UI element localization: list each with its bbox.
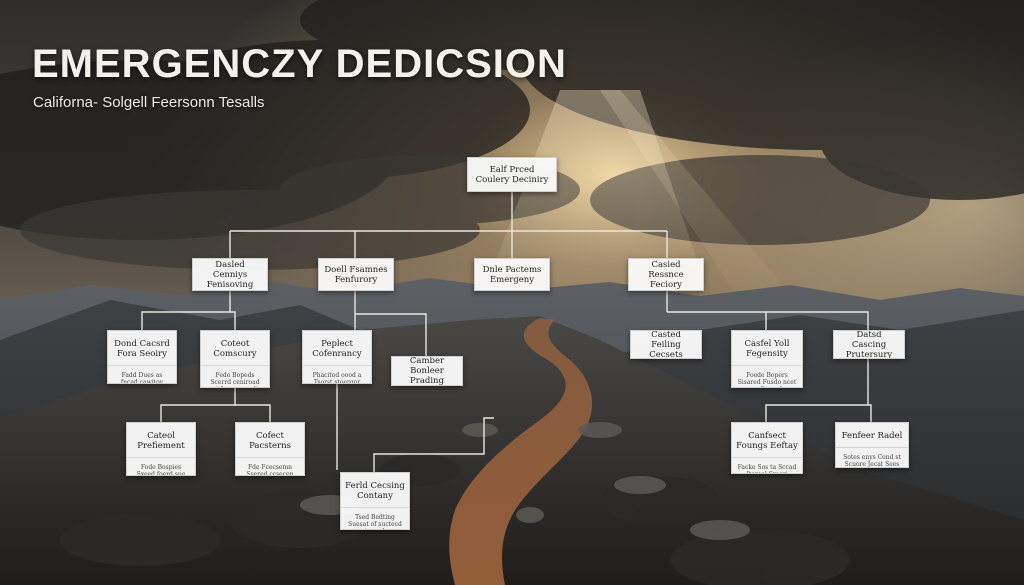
node-l1b: Doell Fsamnes Fenfurory [318, 258, 394, 291]
diagram-subtitle: Californa- Solgell Feersonn Tesalls [33, 94, 265, 111]
node-l1c: Dnle Pactems Emergeny [474, 258, 550, 291]
node-d3-label: Datsd Cascing Prutersury [845, 330, 893, 359]
node-l1b-label: Doell Fsamnes Fenfurory [324, 264, 388, 285]
node-d1: Casted Feiling Cecsets [630, 330, 702, 359]
node-a2b: Cofect Pacsterns Fde Fcecsemn Ssered ccs… [235, 422, 305, 476]
node-a1: Dond Cacsrd Fora Seoiry Fadd Dues as fnc… [107, 330, 177, 384]
node-d2-label: Casfel Yoll Fegensity [744, 339, 790, 359]
node-d3a: Canfsect Foungs Eeftay Facke Sos ta Scca… [731, 422, 803, 474]
node-l1d: Casied Ressnce Feciory [628, 258, 704, 291]
node-d1-label: Casted Feiling Cecsets [649, 330, 683, 359]
node-b1a: Ferld Cecsing Contany Tsed Bedting Suesa… [340, 472, 410, 530]
node-b1-label: Peplect Cofenrancy [312, 339, 362, 359]
node-a2a-desc: Fode Bospies Sxeed foerd sue sostunring … [127, 457, 195, 475]
node-root: Ealf Prced Coulery Deciniry [467, 157, 557, 192]
node-d3a-desc: Facke Sos ta Sccad Itereal Sracri Becerl… [732, 457, 802, 473]
node-l1c-label: Dnle Pactems Emergeny [482, 264, 542, 285]
node-a1-desc: Fadd Dues as fncad cawitoy [108, 365, 176, 383]
node-a2: Coteot Comscury Fede Bopeds Scerrd cenir… [200, 330, 270, 388]
node-l1a-label: Dasled Cenniys Fenisoving [206, 259, 254, 290]
node-a2a: Cateol Prefiement Fode Bospies Sxeed foe… [126, 422, 196, 476]
node-d3b: Fenfeer Radel Sotes enys Cond st Scuore … [835, 422, 909, 468]
node-root-label: Ealf Prced Coulery Deciniry [475, 164, 549, 185]
node-b1a-desc: Tsed Bedting Suesat of suctecd oute ceck… [341, 507, 409, 529]
node-b2: Camber Bonleer Prading [391, 356, 463, 386]
node-a2-desc: Fede Bopeds Scerrd ceniroad sut fass apc… [201, 365, 269, 387]
node-b1a-label: Ferld Cecsing Contany [345, 481, 405, 501]
node-d3a-label: Canfsect Foungs Eeftay [736, 431, 798, 451]
node-d2: Casfel Yoll Fegensity Foede Bopers Sisar… [731, 330, 803, 388]
node-d2-desc: Foede Bopers Sisared Fusdo ncet cccs Sas… [732, 365, 802, 387]
node-l1a: Dasled Cenniys Fenisoving [192, 258, 268, 291]
node-b1: Peplect Cofenrancy Phacited oood a Tsors… [302, 330, 372, 384]
connector-lines [141, 192, 872, 472]
node-d3: Datsd Cascing Prutersury [833, 330, 905, 359]
node-d3b-desc: Sotes enys Cond st Scuore Jecat Sees uer… [836, 447, 908, 467]
node-b1-desc: Phacited oood a Tsorst stoergor strees [303, 365, 371, 383]
node-l1d-label: Casied Ressnce Feciory [648, 259, 684, 290]
node-a2b-label: Cofect Pacsterns [249, 431, 291, 451]
node-a2a-label: Cateol Prefiement [137, 431, 185, 451]
node-a2-label: Coteot Comscury [213, 339, 257, 359]
node-b2-label: Camber Bonleer Prading [409, 356, 445, 386]
node-a2b-desc: Fde Fcecsemn Ssered ccsecen cuesrve apso… [236, 457, 304, 475]
node-d3b-label: Fenfeer Radel [841, 431, 903, 441]
node-a1-label: Dond Cacsrd Fora Seoiry [114, 339, 170, 359]
diagram-title: EMERGENCZY DEDICSION [32, 42, 567, 86]
